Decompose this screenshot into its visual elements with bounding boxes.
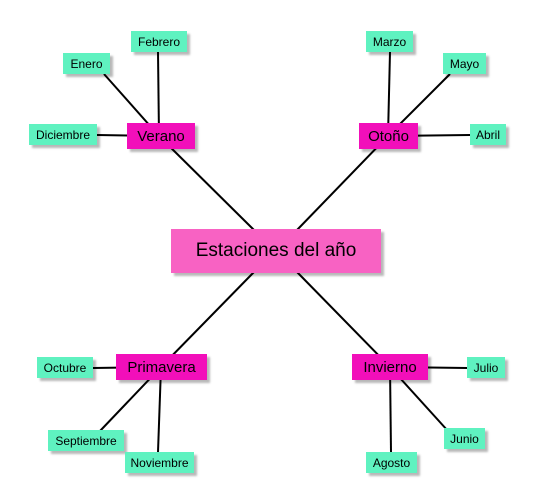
month-node-abril[interactable]: Abril (470, 124, 506, 145)
month-label: Mayo (449, 56, 480, 71)
season-node-otono[interactable]: Otoño (359, 123, 418, 149)
season-node-verano[interactable]: Verano (127, 123, 195, 149)
connector-primavera-noviembre (157, 366, 162, 453)
month-node-mayo[interactable]: Mayo (443, 53, 486, 74)
month-node-febrero[interactable]: Febrero (131, 31, 187, 52)
season-label: Invierno (363, 358, 417, 376)
season-label: Verano (137, 127, 185, 145)
season-node-invierno[interactable]: Invierno (352, 354, 428, 380)
season-label: Primavera (127, 358, 196, 376)
month-label: Octubre (43, 360, 87, 375)
month-label: Agosto (372, 455, 411, 470)
connector-center-otono (296, 135, 389, 231)
connector-center-verano (158, 135, 255, 231)
season-label: Otoño (368, 127, 409, 145)
month-node-marzo[interactable]: Marzo (366, 31, 413, 52)
month-node-enero[interactable]: Enero (63, 53, 110, 74)
month-node-septiembre[interactable]: Septiembre (48, 430, 124, 451)
month-label: Diciembre (35, 127, 90, 142)
connector-invierno-agosto (389, 366, 392, 453)
month-node-agosto[interactable]: Agosto (366, 452, 417, 473)
season-node-primavera[interactable]: Primavera (116, 354, 207, 380)
month-label: Junio (450, 431, 479, 446)
month-label: Enero (70, 56, 103, 71)
connector-center-primavera (160, 271, 255, 368)
month-node-octubre[interactable]: Octubre (37, 357, 93, 378)
month-node-julio[interactable]: Julio (467, 357, 505, 378)
central-topic[interactable]: Estaciones del año (171, 229, 381, 273)
month-label: Abril (475, 127, 500, 142)
connector-center-invierno (296, 271, 391, 368)
month-node-junio[interactable]: Junio (444, 428, 485, 449)
month-label: Marzo (372, 34, 407, 49)
month-label: Febrero (137, 34, 181, 49)
connector-otono-marzo (387, 51, 391, 137)
month-label: Septiembre (55, 433, 117, 448)
month-node-noviembre[interactable]: Noviembre (125, 452, 194, 473)
month-label: Julio (473, 360, 499, 375)
month-node-diciembre[interactable]: Diciembre (29, 124, 97, 145)
connector-verano-febrero (157, 51, 160, 137)
month-label: Noviembre (130, 455, 189, 470)
central-topic-label: Estaciones del año (195, 240, 357, 261)
